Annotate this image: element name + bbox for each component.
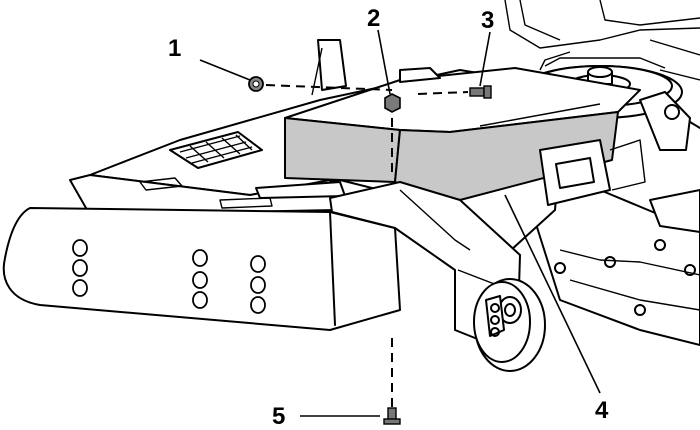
callout-5: 5 (272, 403, 285, 430)
rear-upright (311, 39, 347, 96)
front-skirt (2, 207, 401, 331)
slotted-bracket (539, 139, 646, 206)
callout-4: 4 (595, 397, 609, 424)
grip-pad (169, 131, 263, 169)
flange-nut-1 (248, 76, 264, 92)
alignment-line-1 (265, 84, 393, 91)
bolt-5 (383, 407, 401, 425)
anti-scalp-wheel (473, 278, 546, 372)
leader-4 (504, 194, 601, 394)
flange-nut-2 (384, 93, 401, 113)
leader-3 (479, 31, 491, 87)
leader-1 (199, 59, 251, 81)
deck-plate-right (529, 189, 700, 346)
callout-3: 3 (481, 7, 494, 34)
leader-2 (377, 29, 391, 95)
bolt-3 (469, 85, 492, 99)
engine-background (504, 0, 700, 81)
callout-2: 2 (367, 5, 380, 32)
callout-1: 1 (168, 35, 181, 62)
idler-bracket (639, 91, 700, 151)
alignment-line-3 (417, 91, 469, 95)
belt-cover (255, 67, 641, 201)
